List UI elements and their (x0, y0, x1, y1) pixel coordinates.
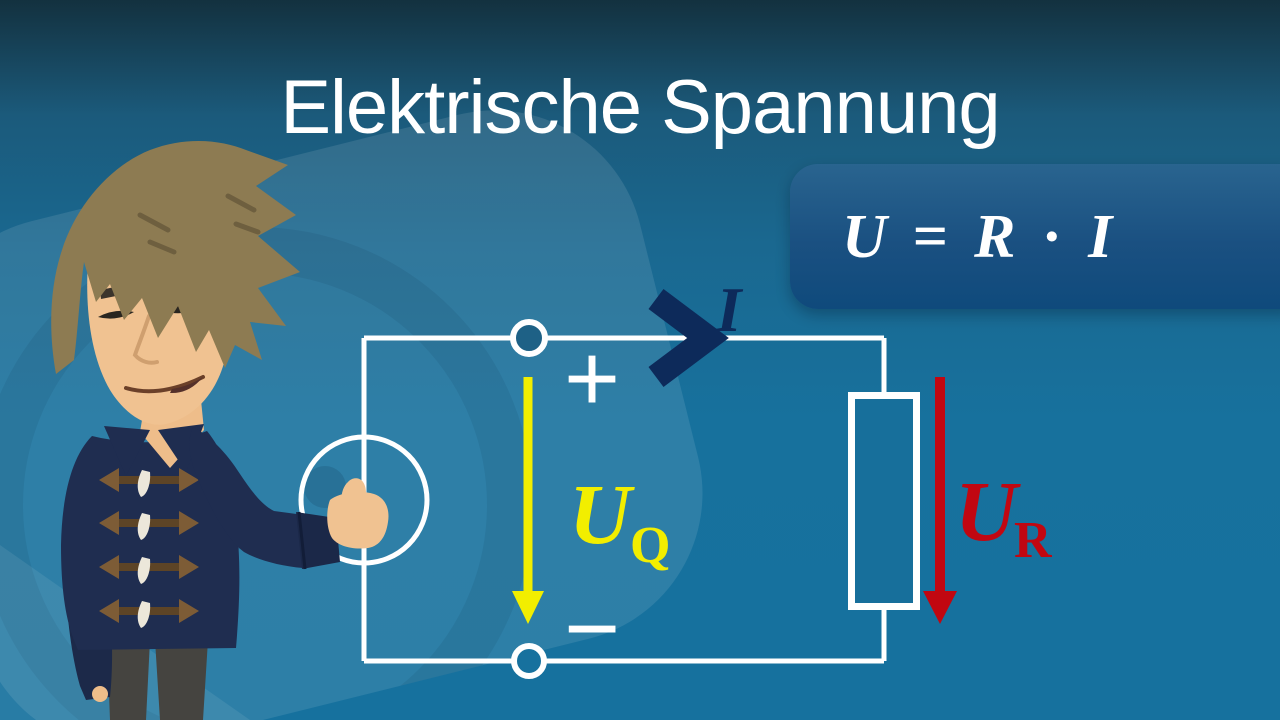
cuff-seam (297, 511, 307, 570)
character-hair-streaks (137, 193, 261, 255)
character-legs (107, 640, 208, 720)
plus-symbol: + (564, 325, 620, 432)
toggle-button (99, 468, 199, 497)
formula-box: U = R · I (790, 164, 1280, 309)
source-voltage-label: U (569, 466, 635, 562)
toggle-button (99, 555, 199, 584)
resistor-voltage-label: U (955, 463, 1021, 559)
terminal-top-icon (510, 319, 548, 357)
voltage-source-icon (298, 434, 430, 566)
character-mouth (124, 375, 205, 394)
source-voltage-subscript: Q (630, 517, 670, 574)
resistor-voltage-subscript: R (1014, 512, 1053, 569)
toggle-button (99, 511, 199, 540)
formula-i: I (1088, 202, 1113, 271)
character-left-hand (92, 686, 108, 702)
resistor-icon (848, 392, 920, 610)
formula-dot: · (1041, 202, 1063, 271)
terminal-bottom-icon (511, 643, 547, 679)
formula-u: U (842, 202, 887, 271)
character-coat (61, 431, 240, 650)
source-voltage-arrow-icon (512, 377, 544, 624)
resistor-voltage-arrow-icon (923, 377, 957, 624)
formula-r: R (974, 202, 1016, 271)
current-arrow-icon (648, 289, 729, 387)
coat-toggle-buttons (99, 468, 199, 628)
toggle-button (99, 599, 199, 628)
current-label: I (716, 274, 744, 345)
minus-symbol: − (564, 575, 620, 682)
character-thumbs-up-hand (327, 478, 389, 549)
formula-equals: = (912, 202, 949, 271)
page-title: Elektrische Spannung (280, 65, 1000, 150)
character-nose (132, 314, 159, 365)
